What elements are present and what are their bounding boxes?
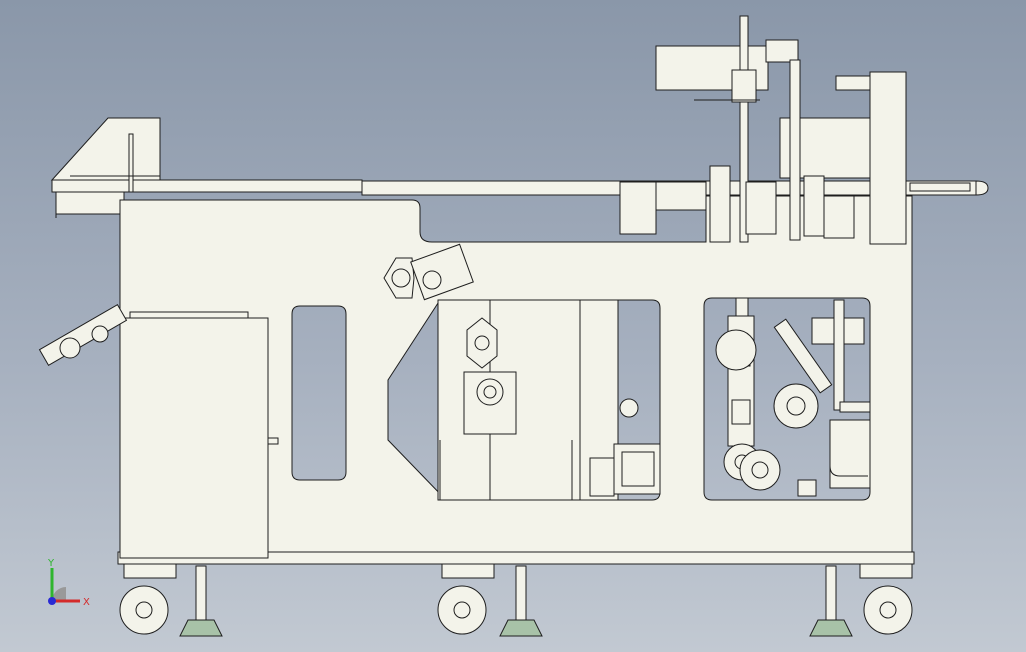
vertical-column — [619, 15, 907, 317]
main-frame — [117, 195, 915, 565]
inner-structure — [383, 243, 661, 501]
caster-wheel-left — [119, 563, 177, 635]
caster-wheel-middle — [437, 563, 495, 635]
coordinate-triad: Y X — [47, 558, 90, 608]
y-axis-label: Y — [47, 558, 55, 569]
sprocket-arm — [38, 304, 128, 366]
leveling-foot-left — [179, 565, 223, 637]
gear-section — [715, 299, 871, 497]
infeed-hopper — [50, 117, 363, 218]
x-axis-label: X — [83, 597, 90, 608]
caster-wheel-right — [859, 563, 913, 635]
leveling-foot-right — [809, 565, 853, 637]
leveling-foot-middle — [499, 565, 543, 637]
side-door-panel — [119, 311, 279, 559]
